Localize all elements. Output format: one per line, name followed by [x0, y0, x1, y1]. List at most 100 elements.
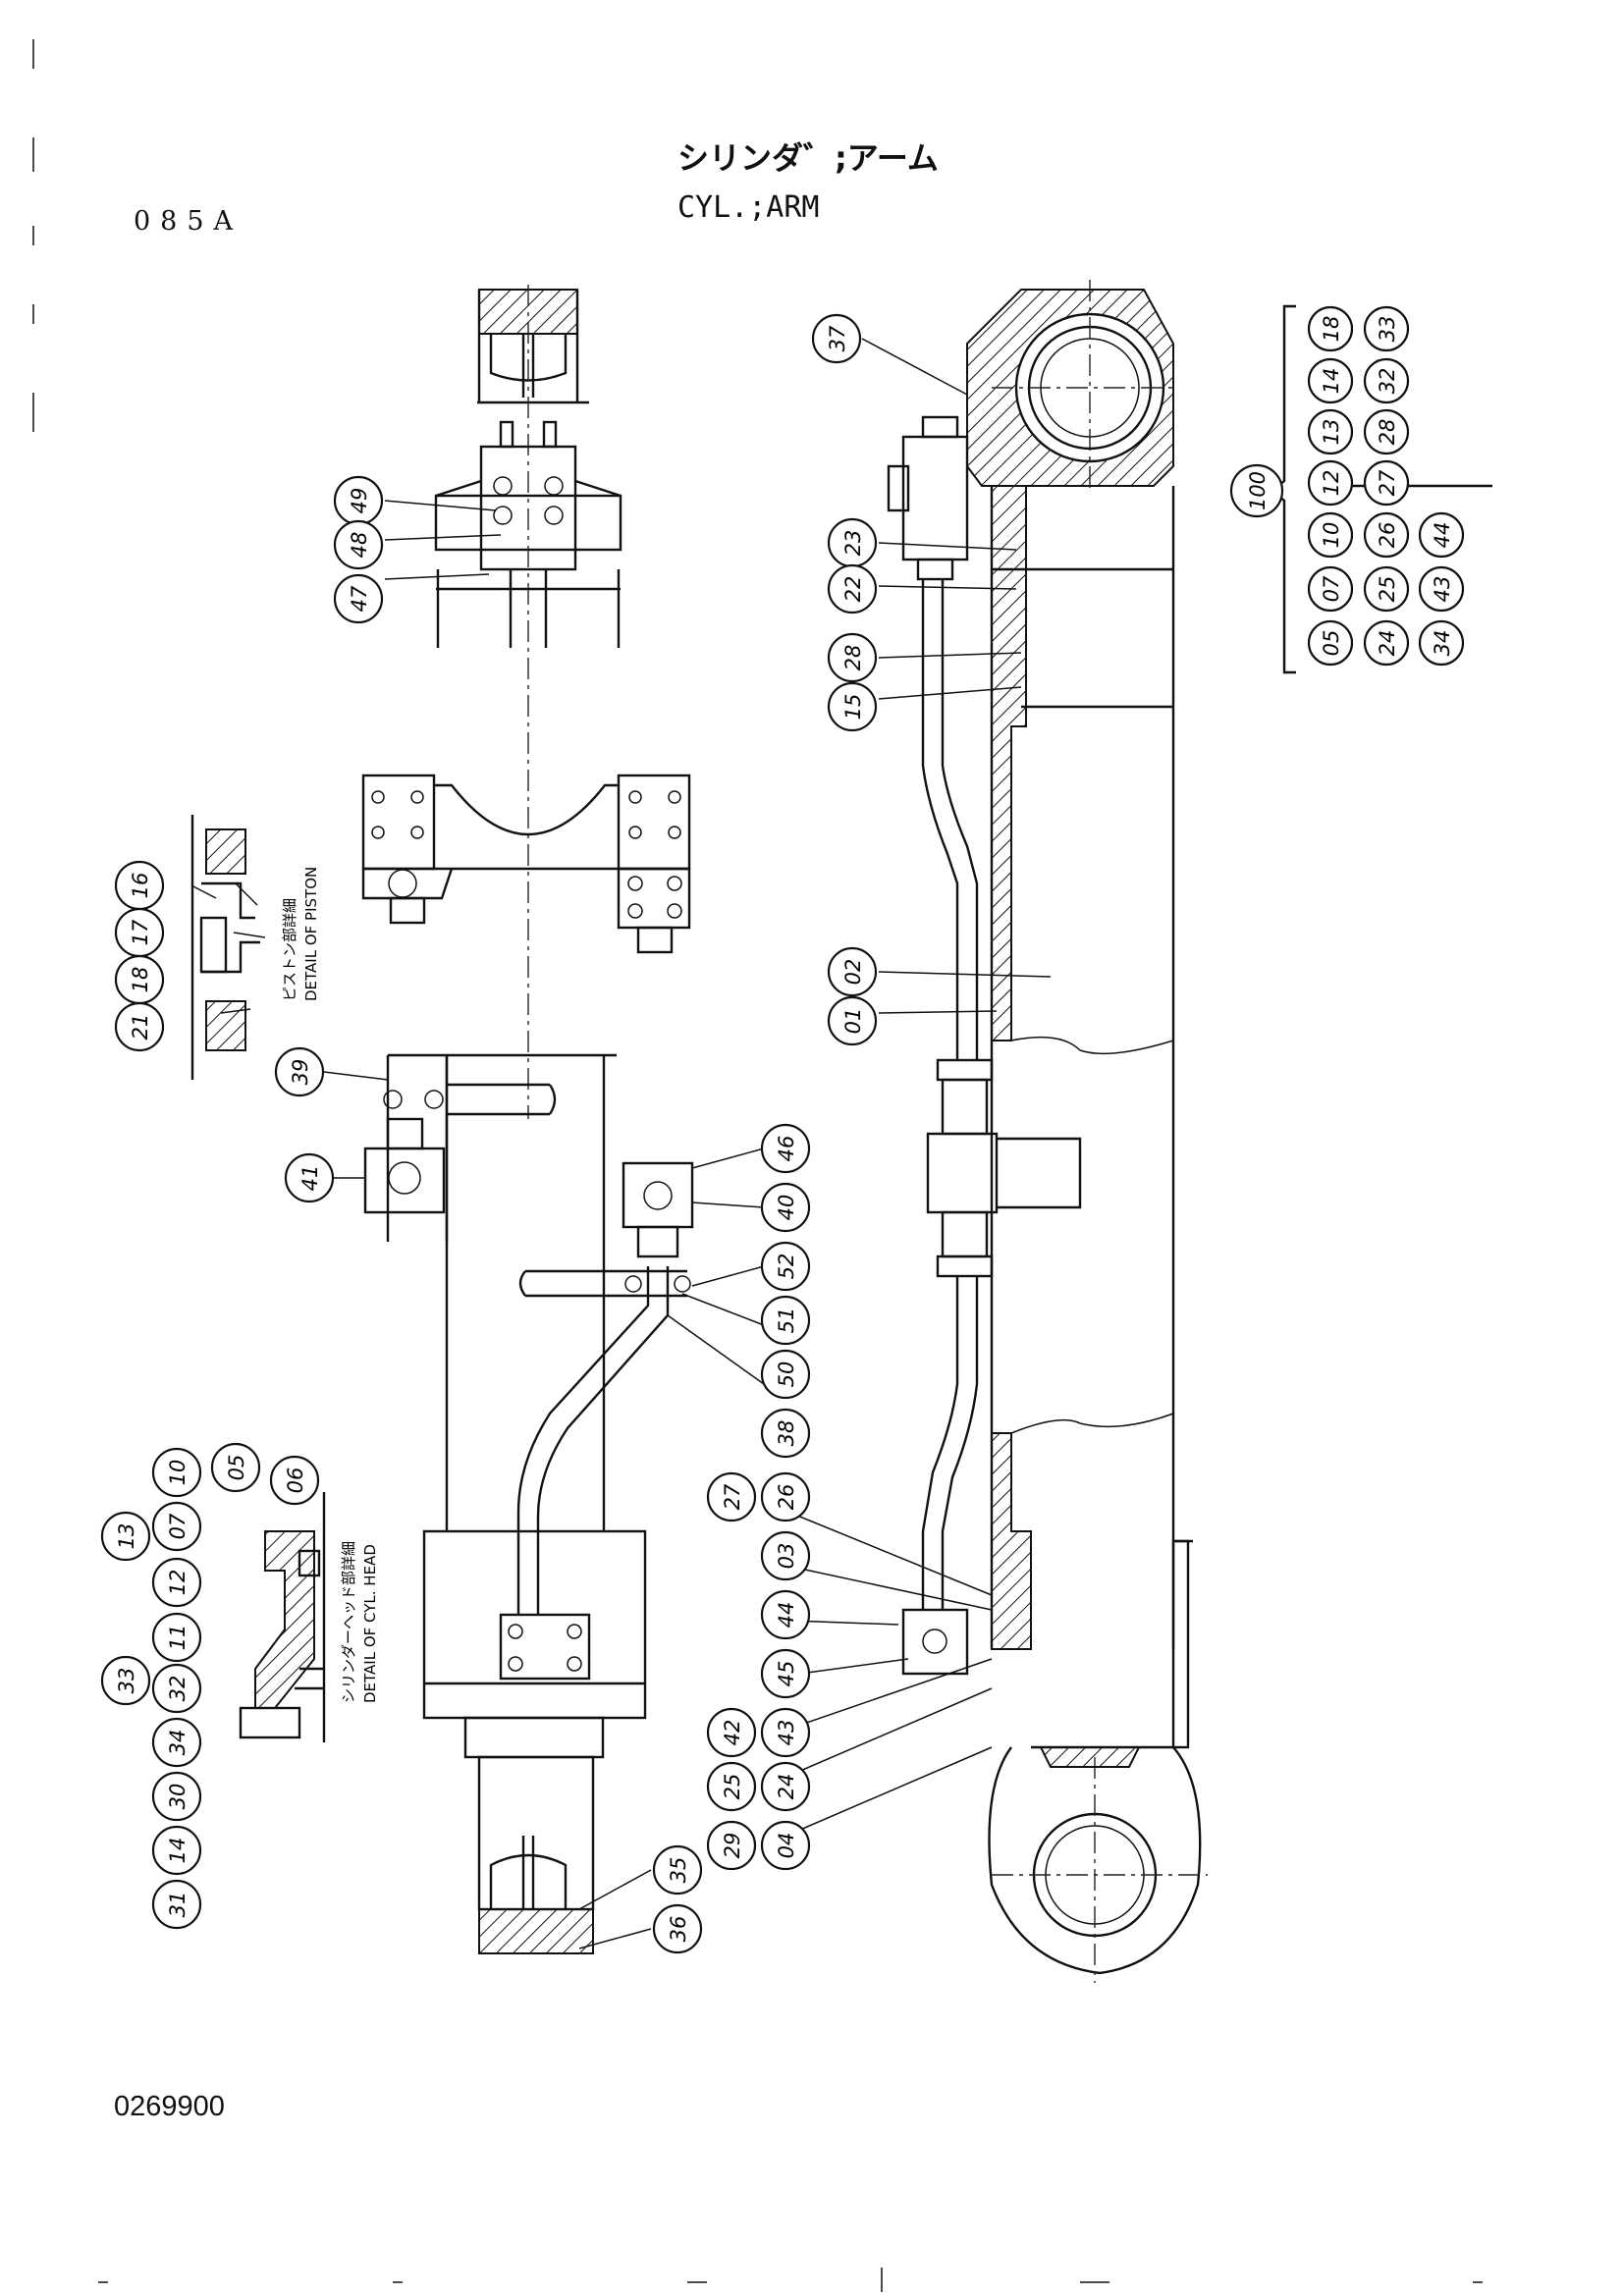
part-balloon-47: 47	[333, 573, 384, 624]
svg-text:44: 44	[1431, 522, 1454, 549]
cylinder-head-detail-section	[239, 1492, 326, 1742]
leader-lines	[190, 338, 1052, 1949]
part-balloon-49: 49	[333, 475, 384, 526]
svg-text:18: 18	[129, 967, 152, 993]
part-balloon-05: 05	[210, 1442, 261, 1493]
kit-item-13: 13	[1307, 408, 1354, 455]
part-balloon-27: 27	[706, 1471, 757, 1522]
svg-text:26: 26	[1376, 522, 1399, 549]
svg-text:07: 07	[1320, 575, 1343, 602]
cylinder-barrel	[990, 485, 1193, 1749]
svg-text:21: 21	[129, 1014, 152, 1041]
svg-text:34: 34	[166, 1730, 189, 1756]
part-balloon-44: 44	[760, 1589, 811, 1640]
external-pipe-line	[901, 579, 1082, 1676]
svg-text:52: 52	[775, 1254, 798, 1280]
svg-text:14: 14	[166, 1838, 189, 1864]
part-balloons: 37 49 48 47 23 22 28 15 02 01 16 17 18 2…	[100, 305, 1465, 1954]
kit-item-10: 10	[1307, 511, 1354, 559]
cylinder-bottom-clevis	[966, 280, 1178, 491]
svg-text:24: 24	[775, 1774, 798, 1800]
part-balloon-33: 33	[100, 1655, 151, 1706]
part-balloon-50: 50	[760, 1349, 811, 1400]
part-balloon-16: 16	[114, 860, 165, 911]
svg-text:41: 41	[298, 1165, 322, 1192]
kit-item-32: 32	[1363, 357, 1410, 404]
svg-text:44: 44	[775, 1602, 798, 1629]
svg-text:DETAIL OF PISTON: DETAIL OF PISTON	[302, 867, 320, 1001]
svg-text:51: 51	[775, 1308, 798, 1334]
svg-text:28: 28	[1376, 419, 1399, 446]
svg-text:05: 05	[225, 1455, 248, 1481]
part-balloon-25: 25	[706, 1761, 757, 1812]
part-balloon-29: 29	[706, 1820, 757, 1871]
cylinder-head-detail-caption: シリンダーヘッド部詳細 DETAIL OF CYL. HEAD	[340, 1541, 379, 1703]
part-balloon-32: 32	[151, 1663, 202, 1714]
svg-text:31: 31	[166, 1892, 189, 1918]
svg-text:16: 16	[129, 873, 152, 899]
svg-text:39: 39	[289, 1059, 312, 1086]
part-balloon-22: 22	[827, 563, 878, 614]
svg-text:シリンダーヘッド部詳細: シリンダーヘッド部詳細	[340, 1541, 357, 1703]
svg-text:15: 15	[841, 694, 865, 721]
kit-balloon-100: 100	[1229, 463, 1284, 518]
part-balloon-23: 23	[827, 517, 878, 568]
part-balloon-36: 36	[652, 1903, 703, 1954]
svg-text:01: 01	[841, 1008, 865, 1035]
drawing-number: 0269900	[114, 2091, 225, 2122]
svg-text:29: 29	[721, 1833, 744, 1859]
svg-text:ピストン部詳細: ピストン部詳細	[281, 898, 298, 1001]
part-balloon-37: 37	[811, 313, 862, 364]
svg-text:DETAIL OF CYL. HEAD: DETAIL OF CYL. HEAD	[361, 1544, 379, 1703]
kit-item-26: 26	[1363, 511, 1410, 559]
svg-text:38: 38	[775, 1420, 798, 1447]
part-balloon-03: 03	[760, 1530, 811, 1581]
svg-text:48: 48	[348, 532, 371, 559]
page-code: 085A	[134, 206, 243, 237]
port-block-top	[887, 415, 969, 581]
part-balloon-45: 45	[760, 1648, 811, 1699]
part-balloon-07: 07	[151, 1501, 202, 1552]
part-balloon-31: 31	[151, 1879, 202, 1930]
part-balloon-38: 38	[760, 1408, 811, 1459]
kit-item-43: 43	[1418, 565, 1465, 613]
right-column-assembly	[887, 280, 1208, 1983]
part-balloon-43: 43	[760, 1707, 811, 1758]
part-balloon-06: 06	[269, 1455, 320, 1506]
part-balloon-26: 26	[760, 1471, 811, 1522]
svg-text:06: 06	[284, 1468, 307, 1494]
svg-text:33: 33	[1376, 316, 1399, 343]
part-balloon-21: 21	[114, 1001, 165, 1052]
part-balloon-18: 18	[114, 954, 165, 1005]
part-balloon-15: 15	[827, 681, 878, 732]
svg-text:11: 11	[166, 1625, 189, 1651]
svg-text:32: 32	[166, 1676, 189, 1702]
svg-text:49: 49	[348, 488, 371, 514]
part-balloon-12: 12	[151, 1557, 202, 1608]
kit-item-07: 07	[1307, 565, 1354, 613]
svg-text:05: 05	[1320, 630, 1343, 657]
part-balloon-41: 41	[284, 1152, 335, 1203]
kit-item-14: 14	[1307, 357, 1354, 404]
svg-text:35: 35	[667, 1857, 690, 1884]
svg-text:40: 40	[775, 1195, 798, 1221]
part-balloon-28: 28	[827, 632, 878, 683]
svg-text:24: 24	[1376, 630, 1399, 657]
part-balloon-02: 02	[827, 946, 878, 997]
part-balloon-04: 04	[760, 1820, 811, 1871]
svg-text:43: 43	[1431, 576, 1454, 603]
piston-detail-section	[190, 815, 260, 1080]
pipe-clamp-bracket	[361, 774, 691, 954]
part-balloon-17: 17	[114, 907, 165, 958]
svg-text:33: 33	[115, 1668, 138, 1694]
svg-text:32: 32	[1376, 368, 1399, 395]
kit-item-33: 33	[1363, 305, 1410, 352]
kit-item-28: 28	[1363, 408, 1410, 455]
svg-text:34: 34	[1431, 630, 1454, 657]
kit-item-05: 05	[1307, 619, 1354, 667]
svg-text:23: 23	[841, 530, 865, 557]
svg-text:46: 46	[775, 1136, 798, 1162]
kit-item-24: 24	[1363, 619, 1410, 667]
piston-detail-caption: ピストン部詳細 DETAIL OF PISTON	[281, 867, 320, 1001]
